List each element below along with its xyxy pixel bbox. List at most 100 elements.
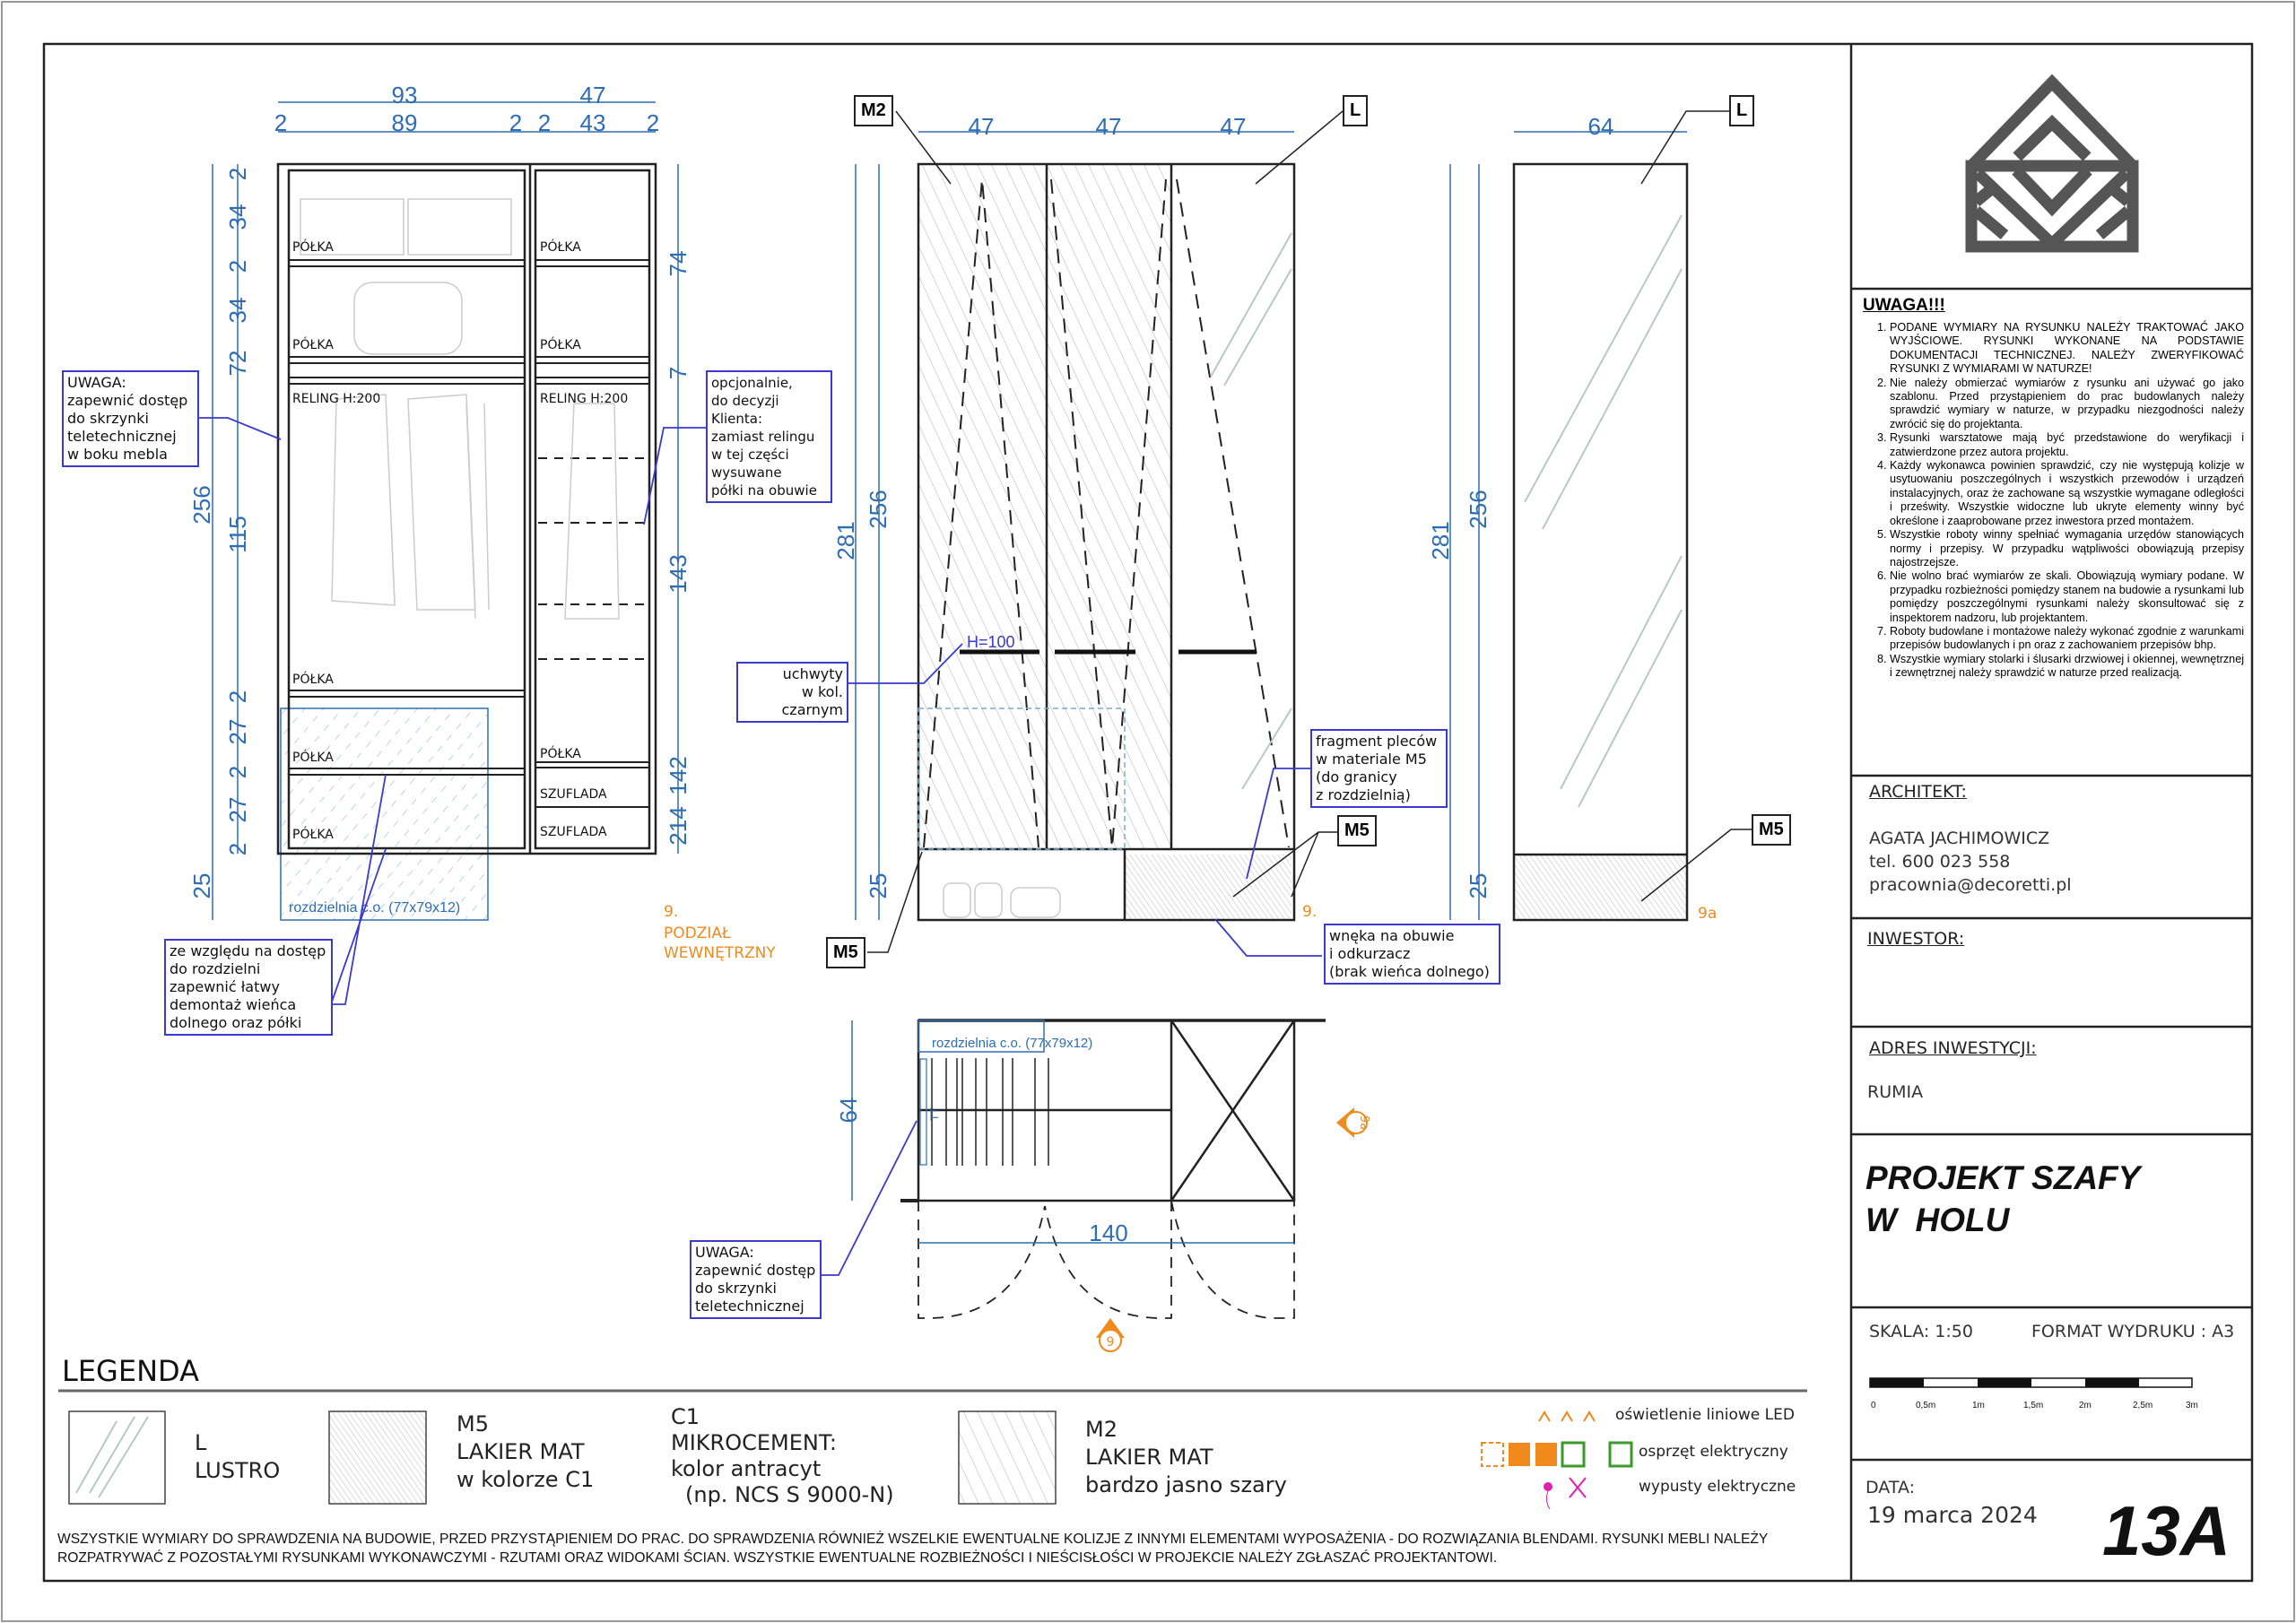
legend-title: LEGENDA <box>62 1354 199 1388</box>
note-item: Wszystkie roboty winny spełniać wymagani… <box>1890 528 2244 569</box>
architect-label: ARCHITEKT: <box>1869 782 1967 802</box>
dimension-label: 2 <box>538 109 551 136</box>
notes-title: UWAGA!!! <box>1863 296 1945 315</box>
handle-height-label: H=100 <box>967 633 1015 651</box>
electrical-fittings-icon <box>1481 1441 1633 1468</box>
note-item: Nie należy obmierzać wymiarów z rysunku … <box>1890 377 2244 432</box>
dimension-label: 140 <box>1089 1219 1127 1246</box>
shelf-label: PÓŁKA <box>292 826 334 842</box>
dimension-label: 74 <box>665 251 691 277</box>
m2-swatch <box>958 1410 1057 1505</box>
sheet-number: 13A <box>2102 1491 2231 1570</box>
material-tag-m2: M2 <box>854 95 893 126</box>
section-marker: 9. <box>664 903 678 921</box>
dimension-label: 47 <box>580 82 606 108</box>
legend-swatches <box>68 1410 1633 1510</box>
scale-tick-label: 0,5m <box>1916 1401 1935 1410</box>
studio-logo <box>1965 74 2139 253</box>
scale-tick-label: 0 <box>1871 1401 1876 1410</box>
dimension-label: 25 <box>1465 873 1492 899</box>
callout-optional-shoe-shelves: opcjonalnie,do decyzji Klienta:zamiast r… <box>706 370 832 503</box>
dimension-label: 89 <box>392 109 418 136</box>
scale-tick-label: 3m <box>2186 1401 2198 1410</box>
svg-text:9: 9 <box>1107 1335 1115 1350</box>
drawer-label: SZUFLADA <box>540 787 607 802</box>
dimension-label: 281 <box>1427 521 1454 560</box>
dimension-label: 25 <box>865 873 891 899</box>
note-item: Nie wolno brać wymiarów ze skali. Obowią… <box>1890 569 2244 625</box>
dimension-label: 93 <box>392 82 418 108</box>
dimension-label: 47 <box>1096 113 1122 140</box>
dimension-label: 256 <box>865 490 891 528</box>
shoes-sketch <box>943 882 1061 918</box>
drawer-label: SZUFLADA <box>540 825 607 839</box>
dimension-label: 143 <box>665 554 691 593</box>
note-item: Każdy wykonawca powinien sprawdzić, czy … <box>1890 459 2244 528</box>
section-marker-9-icon: 9 <box>1096 1318 1125 1352</box>
distributor-zone <box>280 707 489 921</box>
print-format-label: FORMAT WYDRUKU : A3 <box>2031 1322 2235 1341</box>
scale-label: SKALA: 1:50 <box>1869 1322 1973 1341</box>
section-marker: 9. <box>1302 903 1317 921</box>
dimension-label: 27 <box>224 719 251 745</box>
distributor-label: rozdzielnia c.o. (77x79x12) <box>289 900 460 916</box>
dimension-label: 25 <box>188 873 215 899</box>
dimension-label: 256 <box>188 485 215 524</box>
dimension-label: 64 <box>1588 113 1614 140</box>
dimension-label: 256 <box>1465 490 1492 528</box>
note-item: Roboty budowlane i montażowe należy wyko… <box>1890 625 2244 653</box>
shelf-label: PÓŁKA <box>292 336 334 352</box>
rail-label: RELING H:200 <box>292 392 380 406</box>
dimension-label: 2 <box>647 109 659 136</box>
footer-disclaimer: WSZYSTKIE WYMIARY DO SPRAWDZENIA NA BUDO… <box>57 1532 1769 1566</box>
material-tag-m5: M5 <box>1337 815 1377 846</box>
electrical-outlet-icon <box>1544 1477 1587 1510</box>
address-label: ADRES INWESTYCJI: <box>1869 1038 2037 1058</box>
m5-swatch <box>328 1410 427 1505</box>
scale-tick-label: 1,5m <box>2023 1401 2043 1410</box>
general-notes: UWAGA!!! PODANE WYMIARY NA RYSUNKU NALEŻ… <box>1863 296 2244 681</box>
svg-text:9a: 9a <box>1357 1115 1370 1130</box>
front-elevation: H=100 9. 47 47 47 281 256 25 <box>832 110 1344 957</box>
dimension-label: 2 <box>224 260 251 273</box>
shelf-label: PÓŁKA <box>292 239 334 255</box>
dimension-label: 2 <box>224 843 251 855</box>
drawing-frame <box>42 42 2254 1583</box>
dimension-label: 2 <box>509 109 522 136</box>
section-caption: PODZIAŁ <box>664 924 731 942</box>
address-value: RUMIA <box>1867 1082 1924 1102</box>
shelf-label: PÓŁKA <box>540 336 581 352</box>
dimension-label: 2 <box>224 168 251 180</box>
interior-elevation: PÓŁKA PÓŁKA RELING H:200 PÓŁKA PÓŁKA PÓŁ… <box>188 82 776 1005</box>
dimension-label: 43 <box>580 109 606 136</box>
dimension-label: 34 <box>224 298 251 324</box>
date-value: 19 marca 2024 <box>1867 1502 2038 1528</box>
dimension-label: 2 <box>224 690 251 703</box>
dimension-label: 47 <box>1221 113 1247 140</box>
shelf-label: PÓŁKA <box>292 671 334 687</box>
legend-electrical-fittings: osprzęt elektryczny <box>1639 1443 1788 1461</box>
dimension-label: 142 <box>665 756 691 794</box>
legend-led: oświetlenie liniowe LED <box>1615 1406 1795 1424</box>
stored-items-sketch <box>300 198 620 620</box>
plan-view: rozdzielnia c.o. (77x79x12) TT 140 64 9 … <box>820 1019 1370 1352</box>
distributor-label: rozdzielnia c.o. (77x79x12) <box>932 1036 1092 1051</box>
dimension-label: 34 <box>224 204 251 230</box>
section-marker-9a-icon: 9a <box>1336 1107 1370 1138</box>
dimension-label: 72 <box>224 351 251 377</box>
scale-tick-label: 2m <box>2079 1401 2092 1410</box>
scale-tick-label: 2,5m <box>2133 1401 2152 1410</box>
rail-label: RELING H:200 <box>540 392 628 406</box>
note-item: PODANE WYMIARY NA RYSUNKU NALEŻY TRAKTOW… <box>1890 321 2244 377</box>
